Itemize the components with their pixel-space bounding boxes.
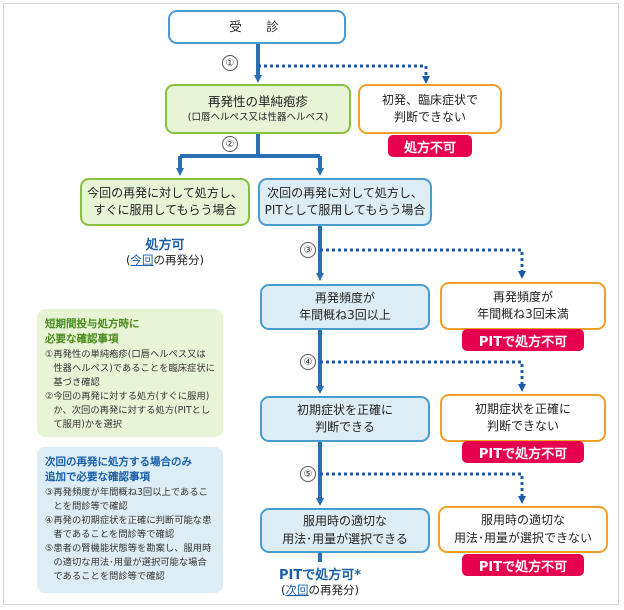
step-number-4: ④: [300, 354, 316, 370]
symptom-not-judgeable-node: 初期症状を正確に 判断できない: [440, 394, 606, 442]
start-node: 受 診: [168, 10, 346, 44]
outcome-now-rest: の再発分): [153, 253, 205, 267]
outcome-prescribable-note: (今回の再発分): [90, 252, 240, 268]
arrow-next-freq-no: [320, 248, 526, 279]
arrow-freq-symptom-no: [320, 360, 526, 392]
note1-title: 短期間投与処方時に 必要な確認事項: [45, 317, 215, 346]
note2-item-mark: ③: [45, 487, 54, 499]
step-number-5: ⑤: [300, 466, 316, 482]
badge-pit-not-prescribable-3: PITで処方不可: [462, 554, 584, 576]
note2-title-line2: 追加で必要な確認事項: [45, 470, 150, 483]
badge-pit-not-prescribable-1: PITで処方不可: [462, 329, 584, 351]
outcome-now-underlined: 今回: [130, 253, 154, 267]
outcome-pit-note: (次回の再発分): [250, 582, 390, 598]
outcome-prescribable-title: 処方可: [145, 238, 185, 253]
first-onset-line2: 判断できない: [393, 110, 466, 124]
dose-selectable-line1: 服用時の適切な: [302, 514, 387, 529]
frequency-unmet-line1: 再発頻度が: [492, 289, 553, 304]
current-recurrence-line1: 今回の再発に対して処方し、: [87, 185, 243, 200]
start-label: 受 診: [229, 18, 285, 34]
symptom-judgeable-line1: 初期症状を正確に: [296, 402, 393, 417]
step-number-2: ②: [222, 136, 238, 152]
current-recurrence-line2: すぐに服用してもらう場合: [93, 203, 237, 217]
dose-not-selectable-node: 服用時の適切な 用法･用量が選択できない: [438, 506, 608, 553]
herpes-subtitle: (口唇ヘルペス又は性器ヘルペス): [187, 112, 329, 124]
outcome-pit-underlined: 次回: [285, 583, 309, 597]
herpes-node: 再発性の単純疱疹 (口唇ヘルペス又は性器ヘルペス): [165, 84, 351, 134]
first-onset-line1: 初発、臨床症状で: [381, 92, 478, 107]
badge-not-prescribable: 処方不可: [388, 135, 472, 157]
outcome-pit-paren: (: [281, 583, 286, 597]
current-recurrence-node: 今回の再発に対して処方し、 すぐに服用してもらう場合: [80, 178, 250, 226]
note1-item-mark: ①: [45, 349, 54, 361]
dose-selectable-line2: 用法･用量が選択できる: [282, 531, 408, 546]
step-number-3: ③: [300, 242, 316, 258]
next-recurrence-line2: PITとして服用してもらう場合: [264, 203, 426, 217]
note1-title-line1: 短期間投与処方時に: [45, 318, 140, 330]
note1-title-line2: 必要な確認事項: [45, 332, 119, 345]
symptom-not-judgeable-line2: 判断できない: [486, 419, 559, 433]
note2-title: 次回の再発に処方する場合のみ 追加で必要な確認事項: [45, 455, 215, 484]
symptom-judgeable-node: 初期症状を正確に 判断できる: [260, 396, 430, 442]
note1-item-text: 今回の再発に対する処方(すぐに服用)か、次回の再発に対する処方(PITとして服用…: [53, 391, 211, 431]
outcome-pit-rest: の再発分): [308, 583, 360, 597]
frequency-met-node: 再発頻度が 年間概ね3回以上: [260, 284, 430, 330]
note2-title-line1: 次回の再発に処方する場合のみ: [45, 456, 192, 468]
symptom-judgeable-line2: 判断できる: [315, 420, 375, 434]
dose-not-selectable-line1: 服用時の適切な: [480, 513, 565, 528]
frequency-met-line2: 年間概ね3回以上: [299, 308, 391, 322]
frequency-unmet-line2: 年間概ね3回未満: [477, 307, 569, 321]
frequency-unmet-node: 再発頻度が 年間概ね3回未満: [440, 282, 606, 330]
badge-pit-not-prescribable-2: PITで処方不可: [462, 441, 584, 463]
outcome-pit-title: PITで処方可*: [278, 568, 362, 583]
note1-item-text: 再発性の単純疱疹(口唇ヘルペス又は性器ヘルペス)であることを臨床症状に基づき確認: [53, 349, 215, 389]
herpes-title: 再発性の単純疱疹: [207, 94, 308, 110]
next-recurrence-node: 次回の再発に対して処方し、 PITとして服用してもらう場合: [258, 178, 432, 226]
note2-item-text: 再発頻度が年間概ね3回以上であることを問診等で確認: [53, 487, 208, 513]
step-number-1: ①: [222, 55, 238, 71]
dose-selectable-node: 服用時の適切な 用法･用量が選択できる: [260, 508, 430, 553]
arrow-symptom-dose-no: [320, 472, 526, 504]
note2-item-text: 患者の腎機能状態等を勘案し、服用時の適切な用法･用量が選択可能な場合であることを…: [53, 543, 212, 582]
diagram-frame: [3, 3, 619, 605]
dose-not-selectable-line2: 用法･用量が選択できない: [453, 530, 592, 545]
symptom-not-judgeable-line1: 初期症状を正確に: [474, 401, 571, 416]
note1-item-mark: ②: [45, 391, 54, 403]
arrow-start-first: [258, 64, 430, 84]
note2-item-text: 再発の初期症状を正確に判断可能な患者であることを問診等で確認: [53, 515, 212, 541]
next-recurrence-line1: 次回の再発に対して処方し、: [267, 185, 423, 200]
note2-item-mark: ⑤: [45, 543, 54, 555]
first-onset-node: 初発、臨床症状で 判断できない: [358, 84, 502, 134]
note2-item-mark: ④: [45, 515, 54, 527]
frequency-met-line1: 再発頻度が: [314, 290, 375, 305]
outcome-now-paren: (: [126, 253, 131, 267]
